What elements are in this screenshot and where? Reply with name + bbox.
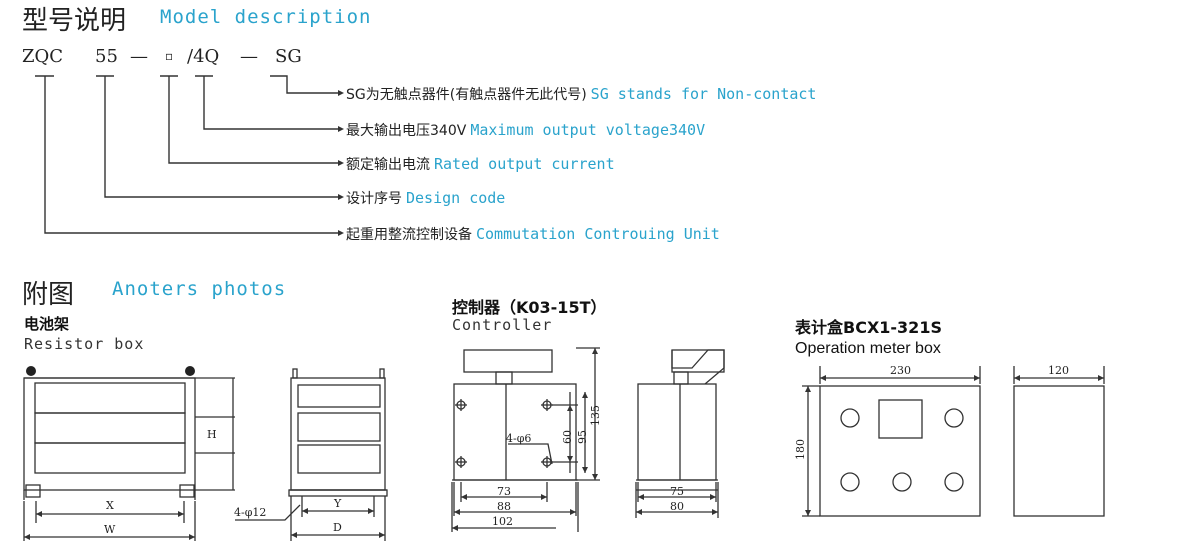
ctrl-hole-label: 4-φ6 [506,432,531,445]
code-box: ▫ [165,49,174,63]
dim-hole-label: 4-φ12 [234,506,266,519]
dim-y-label: Y [333,497,342,510]
ctrl-dim-60: 60 [561,430,574,444]
dim-w-label: W [104,523,116,536]
code-sg: SG [275,46,302,67]
meter-dim-120: 120 [1048,364,1069,377]
ctrl-dim-75: 75 [670,485,684,498]
controller-drawing: 4-φ6 60 95 135 73 88 102 75 80 [451,347,725,532]
meter-name-cn: 表计盒BCX1-321S [795,318,942,337]
model-title-cn: 型号说明 [22,6,127,36]
photos-title-en: Anoters photos [112,278,287,300]
meter-dim-180: 180 [794,439,807,460]
model-title-en: Model description [160,6,372,28]
resistor-name-en: Resistor box [24,335,145,353]
ctrl-dim-135: 135 [589,405,602,426]
code-zqc: ZQC [22,46,64,67]
meter-name-en: Operation meter box [795,340,941,357]
dim-h-label: H [207,428,217,441]
model-leader-lines [35,75,344,236]
code-4q: /4Q [187,46,220,67]
code-55: 55 [95,46,118,67]
code-dash1: — [130,46,148,67]
resistor-box-drawing: H X W 4-φ12 Y D [23,366,388,541]
ctrl-dim-102: 102 [492,515,513,528]
ctrl-dim-95: 95 [576,430,589,444]
meter-dim-230: 230 [890,364,911,377]
controller-name-cn: 控制器（K03-15T） [452,298,607,317]
meter-box-drawing: 230 180 120 [794,364,1105,517]
photos-title-cn: 附图 [22,280,75,310]
ctrl-dim-88: 88 [497,500,511,513]
dim-d-label: D [333,521,342,534]
resistor-name-cn: 电池架 [24,315,70,333]
controller-name-en: Controller [452,316,553,334]
ctrl-dim-73: 73 [497,485,511,498]
dim-x-label: X [106,499,114,512]
model-item-sg: SG为无触点器件(有触点器件无此代号)SG stands for Non-con… [346,85,817,103]
ctrl-dim-80: 80 [670,500,684,513]
code-dash2: — [240,46,258,67]
